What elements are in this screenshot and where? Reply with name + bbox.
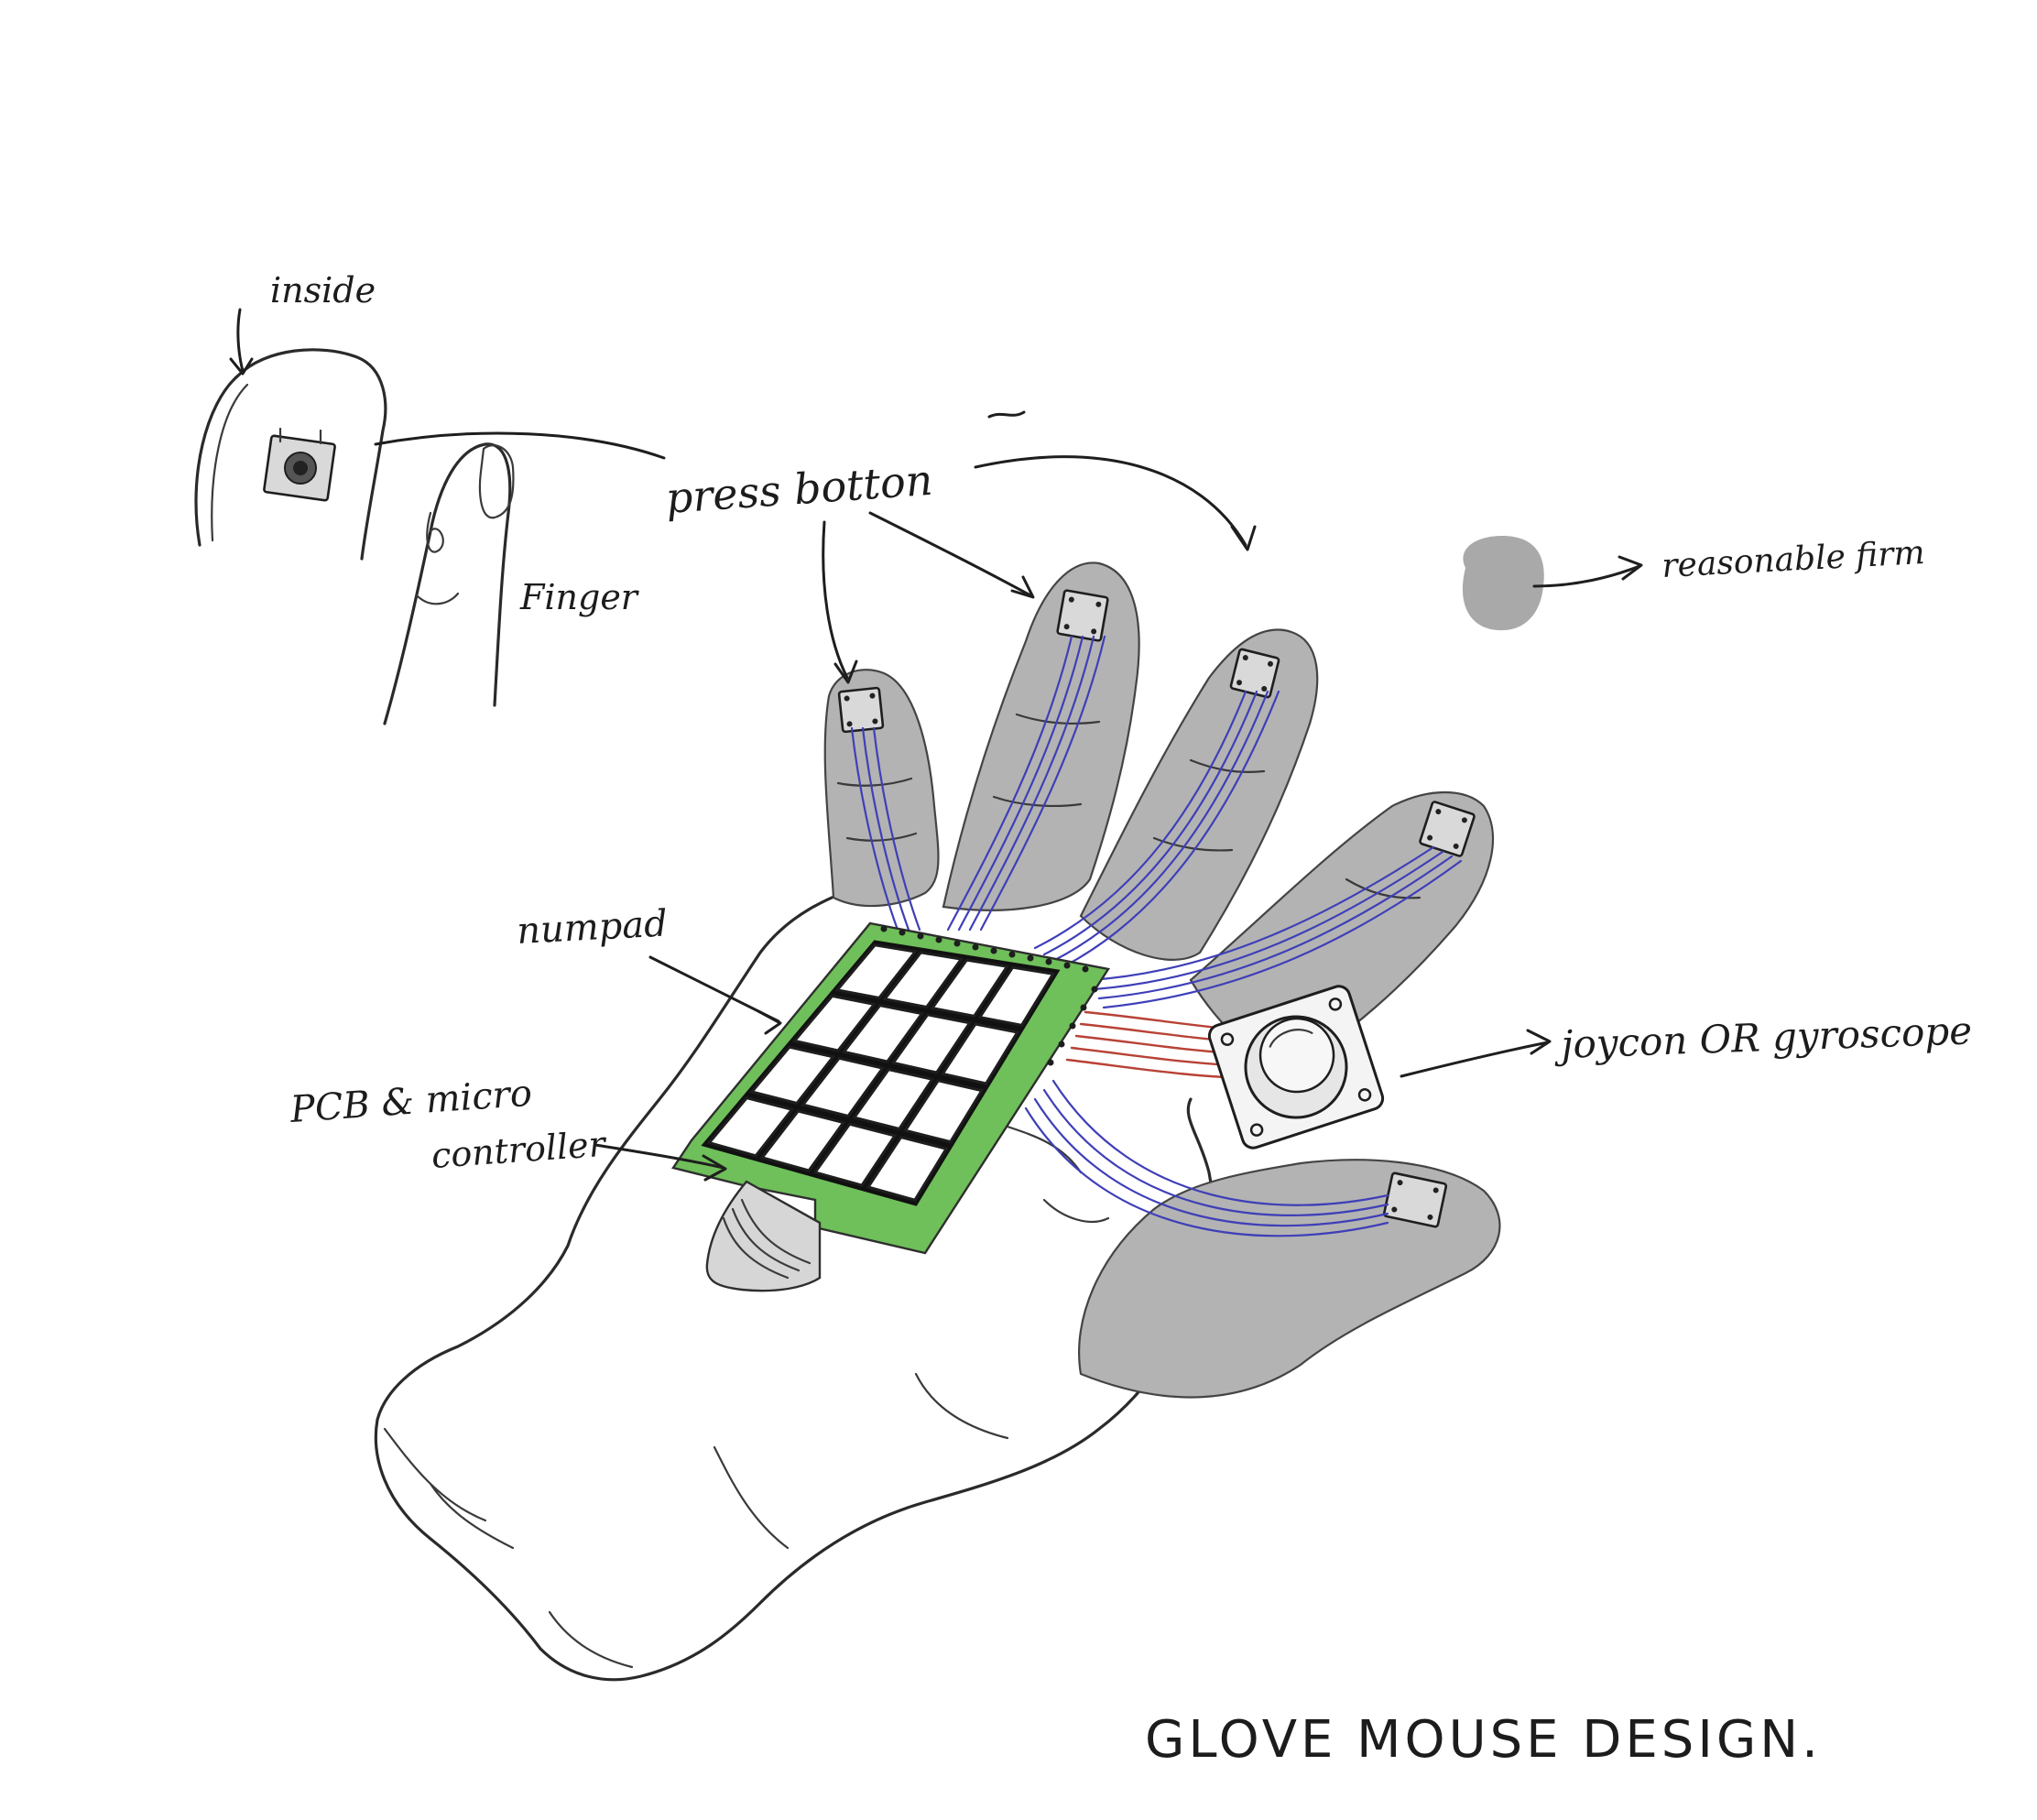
tilde-mark xyxy=(989,412,1024,417)
inset-glove-inner-line xyxy=(212,385,247,540)
glove-cuff-wrinkles xyxy=(385,1429,632,1667)
inset-fingernail xyxy=(480,445,514,518)
arrowhead-numpad xyxy=(758,1011,780,1033)
inset-to-label-line xyxy=(376,433,664,458)
label-press-button: press botton xyxy=(664,455,934,523)
arrowhead-firm xyxy=(1619,557,1641,579)
page-title: GLOVE MOUSE DESIGN. xyxy=(1145,1710,1822,1770)
label-inside: inside xyxy=(270,270,376,311)
arrow-to-middle xyxy=(870,513,1030,595)
arrow-to-joystick xyxy=(1401,1042,1548,1076)
glove-palm-wrinkles xyxy=(714,1374,1008,1548)
inset-sketch xyxy=(196,310,664,724)
label-reasonable-firm: reasonable firm xyxy=(1661,534,1925,585)
inside-arrow xyxy=(238,310,243,371)
label-finger: Finger xyxy=(519,577,640,617)
arrow-to-firm xyxy=(1534,566,1639,586)
gray-blob-icon xyxy=(1463,536,1544,630)
push-button-icon xyxy=(1230,648,1279,697)
label-pcb-line1: PCB & micro xyxy=(288,1073,533,1131)
label-joycon: joycon OR gyroscope xyxy=(1553,1008,1973,1067)
arrow-curve-top xyxy=(975,457,1246,545)
inset-push-button-icon xyxy=(264,429,335,501)
label-numpad: numpad xyxy=(516,902,669,953)
glove-palm-creases xyxy=(1008,1127,1108,1222)
arrowhead-curve-top xyxy=(1232,527,1255,550)
push-button-icon xyxy=(839,688,883,732)
arrow-to-index xyxy=(823,522,847,678)
label-pcb-line2: controller xyxy=(430,1124,609,1176)
annotation-arrows xyxy=(595,412,1641,1180)
labels: inside Finger press botton reasonable fi… xyxy=(270,270,1973,1770)
push-button-icon xyxy=(1057,590,1108,641)
inset-knuckle-line xyxy=(417,594,458,604)
inset-bare-finger-outline xyxy=(385,444,510,724)
